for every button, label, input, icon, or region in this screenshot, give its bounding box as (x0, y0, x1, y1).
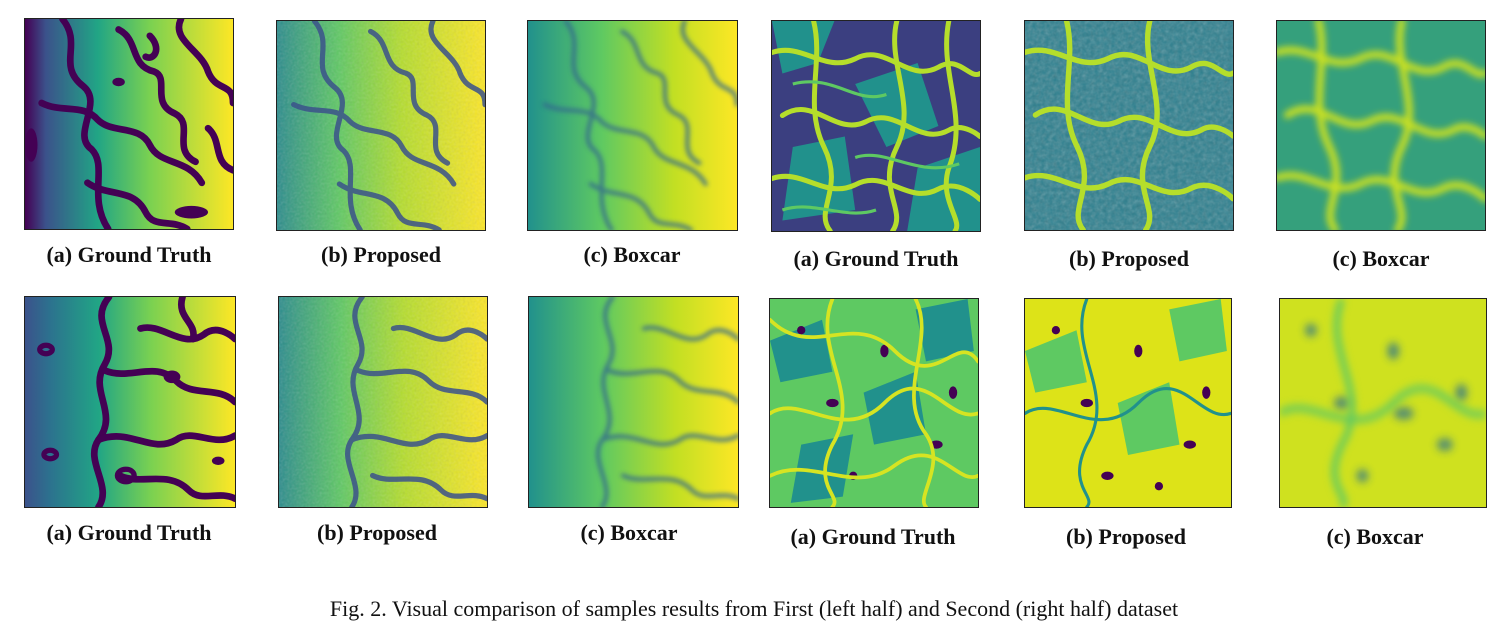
image-r1-first-proposed (276, 20, 486, 231)
image-r2-first-boxcar (528, 296, 739, 508)
caption-r1-first-ground-truth: (a) Ground Truth (46, 242, 212, 267)
caption-r1-first-proposed: (b) Proposed (321, 242, 441, 267)
caption-r2-second-boxcar: (c) Boxcar (1326, 524, 1424, 549)
image-r1-second-boxcar (1276, 20, 1486, 231)
caption-r1-first-boxcar: (c) Boxcar (583, 242, 681, 267)
image-r1-second-ground-truth (771, 20, 981, 232)
caption-r1-second-proposed: (b) Proposed (1069, 246, 1189, 271)
image-r2-second-boxcar (1279, 298, 1487, 508)
figure-caption: Fig. 2. Visual comparison of samples res… (329, 596, 1179, 621)
caption-r1-second-boxcar: (c) Boxcar (1332, 246, 1430, 271)
image-r1-first-boxcar (527, 20, 738, 231)
caption-r2-second-proposed: (b) Proposed (1066, 524, 1186, 549)
image-r1-first-ground-truth (24, 18, 234, 230)
image-r1-second-proposed (1024, 20, 1234, 231)
caption-r1-second-ground-truth: (a) Ground Truth (793, 246, 959, 271)
image-r2-first-proposed (278, 296, 488, 508)
caption-r2-first-ground-truth: (a) Ground Truth (46, 520, 212, 545)
caption-r2-second-ground-truth: (a) Ground Truth (790, 524, 956, 549)
image-r2-first-ground-truth (24, 296, 236, 508)
image-r2-second-ground-truth (769, 298, 979, 508)
image-r2-second-proposed (1024, 298, 1232, 508)
caption-r2-first-boxcar: (c) Boxcar (580, 520, 678, 545)
caption-r2-first-proposed: (b) Proposed (317, 520, 437, 545)
